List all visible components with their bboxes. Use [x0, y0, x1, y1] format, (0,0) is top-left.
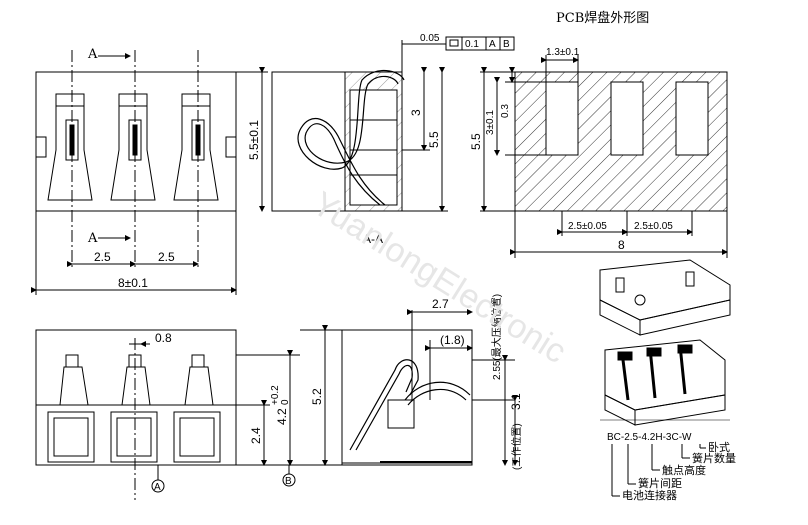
svg-text:A: A	[489, 39, 496, 50]
svg-text:2.4: 2.4	[249, 427, 263, 444]
section-mark-bottom: A	[87, 231, 98, 246]
svg-text:2.7: 2.7	[432, 297, 449, 311]
svg-text:2.5±0.05: 2.5±0.05	[634, 221, 673, 232]
note-horizontal: 卧式	[708, 441, 730, 454]
svg-text:0.8: 0.8	[155, 331, 172, 345]
svg-text:5.2: 5.2	[310, 388, 324, 405]
svg-text:0.05: 0.05	[420, 33, 440, 44]
section-view: 0.05 0.1 A B 3 5.5 A-A	[271, 33, 515, 246]
dim-front-height: 5.5±0.1	[247, 120, 261, 160]
note-spring-count: 簧片数量	[692, 452, 736, 465]
note-spring-pitch: 簧片间距	[638, 477, 682, 490]
part-code: BC-2.5-4.2H-3C-W	[607, 432, 692, 443]
svg-text:8: 8	[618, 238, 625, 252]
svg-text:(工作位置): (工作位置)	[510, 423, 523, 470]
svg-text:4.2: 4.2	[275, 408, 289, 425]
svg-text:5.5: 5.5	[469, 133, 483, 150]
svg-text:1.3±0.1: 1.3±0.1	[546, 47, 580, 58]
pcb-footprint-view: 1.3±0.1 0.3 3±0.1 5.5 2.5±0.05 2.5±0.05 …	[469, 47, 728, 258]
side-view: 2.7 (1.8) 5.2 2.55(最大压缩位置) 3.1 (工作位置)	[300, 294, 523, 470]
note-battery-connector: 电池连接器	[622, 489, 677, 502]
svg-text:0.3: 0.3	[500, 104, 511, 118]
front-view: A A 2.5 2.5 8±0.1 5.5±0.1	[31, 47, 268, 295]
svg-text:3: 3	[409, 109, 423, 116]
svg-text:0: 0	[280, 399, 291, 405]
svg-text:2.5±0.05: 2.5±0.05	[568, 221, 607, 232]
svg-text:0.1: 0.1	[465, 39, 479, 50]
section-label: A-A	[363, 232, 383, 246]
front-contact-1	[47, 93, 93, 201]
dim-front-25a: 2.5	[94, 250, 111, 264]
dim-front-25b: 2.5	[158, 250, 175, 264]
svg-text:2.55(最大压缩位置): 2.55(最大压缩位置)	[490, 294, 503, 380]
front-contact-2	[110, 93, 156, 201]
svg-text:B: B	[285, 476, 292, 487]
dim-front-total: 8±0.1	[118, 276, 148, 290]
svg-text:3.1: 3.1	[509, 393, 523, 410]
section-mark-top: A	[87, 47, 98, 62]
drawing-title: PCB焊盘外形图	[556, 10, 649, 26]
note-contact-height: 触点高度	[662, 464, 706, 477]
svg-text:5.5: 5.5	[427, 131, 441, 148]
svg-text:(1.8): (1.8)	[440, 333, 465, 347]
isometric-view	[599, 259, 731, 426]
svg-text:+0.2: +0.2	[270, 385, 281, 405]
bottom-view: 0.8 2.4 4.2 +0.2 0 A B	[35, 329, 300, 500]
svg-text:A: A	[154, 482, 161, 493]
svg-text:3±0.1: 3±0.1	[485, 110, 496, 135]
svg-text:B: B	[503, 39, 510, 50]
front-contact-3	[173, 93, 219, 201]
part-code-legend: BC-2.5-4.2H-3C-W	[607, 432, 706, 497]
